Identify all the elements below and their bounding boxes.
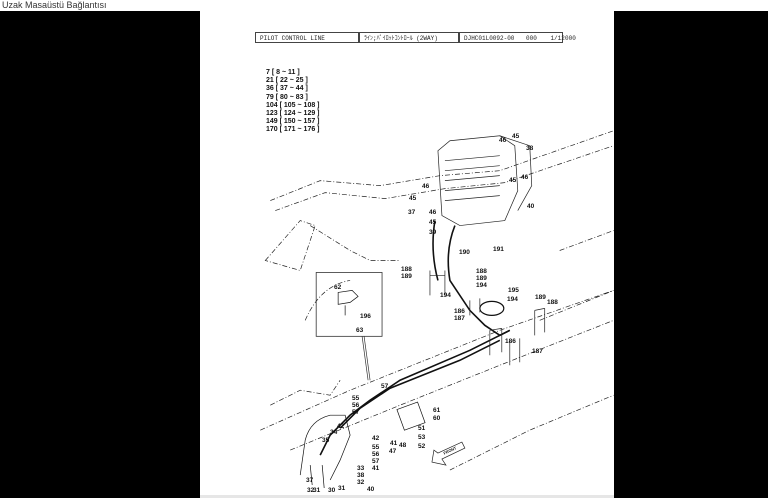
header-rev: 000 (526, 35, 537, 42)
brackets (429, 270, 546, 366)
callout: 55 (352, 395, 360, 402)
callout: 45 (509, 177, 517, 184)
callout: 194 (476, 282, 487, 289)
callout: 35 (322, 437, 330, 444)
callout: 48 (399, 442, 407, 449)
callout: 41 (390, 440, 398, 447)
index-item: 36 [ 37 ~ 44 ] (266, 85, 308, 93)
index-item: 149 [ 150 ~ 157 ] (266, 118, 320, 126)
callout: 46 (499, 137, 507, 144)
callout: 196 (360, 313, 371, 320)
callout: 47 (389, 448, 397, 455)
chassis-outline (260, 130, 614, 471)
callout: 187 (532, 348, 543, 355)
callout: 37 (408, 209, 416, 216)
hose-clamp-ring (479, 300, 505, 316)
callout: 52 (418, 443, 426, 450)
callout: 189 (476, 275, 487, 282)
callout: 189 (401, 273, 412, 280)
callout: 32 (307, 487, 315, 494)
callout: 34 (330, 429, 338, 436)
callout: 53 (418, 434, 426, 441)
callout: 194 (507, 296, 518, 303)
callout: 40 (367, 486, 375, 493)
callout: 57 (352, 409, 360, 416)
lever-assembly (299, 414, 351, 489)
callout: 39 (429, 229, 437, 236)
document-page: PILOT CONTROL LINE ﾗｲﾝ;ﾊﾟｲﾛｯﾄｺﾝﾄﾛｰﾙ (2WA… (200, 11, 614, 495)
header-extra: 000 (565, 35, 576, 42)
header-part-info: DJHC01L0092-00 000 1/12 (459, 32, 565, 43)
callout: 186 (454, 308, 465, 315)
callout: 62 (334, 284, 342, 291)
callout: 60 (433, 415, 441, 422)
callout: 46 (422, 183, 430, 190)
callout: 42 (337, 423, 345, 430)
header-title-jp: ﾗｲﾝ;ﾊﾟｲﾛｯﾄｺﾝﾄﾛｰﾙ (2WAY) (359, 32, 459, 43)
callout: 56 (352, 402, 360, 409)
callout: 190 (459, 249, 470, 256)
callout: 37 (306, 477, 314, 484)
callout: 191 (493, 246, 504, 253)
callout: 46 (521, 174, 529, 181)
callout: 42 (372, 435, 380, 442)
index-item: 79 [ 80 ~ 83 ] (266, 93, 308, 101)
header-page: 1/12 (550, 35, 565, 42)
callout: 188 (547, 299, 558, 306)
callout: 194 (440, 292, 451, 299)
callout: 32 (357, 479, 365, 486)
index-item: 123 [ 124 ~ 129 ] (266, 110, 320, 118)
callout: 40 (527, 203, 535, 210)
callout: 195 (508, 287, 519, 294)
callout: 51 (418, 425, 426, 432)
callout: 45 (429, 219, 437, 226)
callout: 41 (372, 465, 380, 472)
callout: 31 (338, 485, 346, 492)
window-titlebar: Uzak Masaüstü Bağlantısı (0, 0, 768, 11)
callout: 56 (372, 451, 380, 458)
callout: 188 (476, 268, 487, 275)
front-direction-arrow (431, 441, 466, 466)
callout: 57 (372, 458, 380, 465)
callout: 45 (512, 133, 520, 140)
index-item: 7 [ 8 ~ 11 ] (266, 69, 300, 76)
callout: 61 (433, 407, 441, 414)
callout: 33 (357, 465, 365, 472)
callout: 31 (313, 487, 321, 494)
callout: 45 (409, 195, 417, 202)
inset-detail-box (315, 272, 383, 337)
callout: 189 (535, 294, 546, 301)
callout: 38 (357, 472, 365, 479)
callout: 38 (526, 145, 534, 152)
callout: 186 (505, 338, 516, 345)
solenoid-valve-block (396, 401, 426, 431)
callout: 187 (454, 315, 465, 322)
index-list: 7 [ 8 ~ 11 ] 21 [ 22 ~ 25 ] 36 [ 37 ~ 44… (266, 69, 320, 135)
callout: 57 (381, 383, 389, 390)
callout: 188 (401, 266, 412, 273)
page-bottom-edge (200, 495, 614, 498)
index-item: 170 [ 171 ~ 176 ] (266, 126, 320, 134)
callout: 55 (372, 444, 380, 451)
index-item: 104 [ 105 ~ 108 ] (266, 101, 320, 109)
control-valve (437, 135, 533, 226)
callout: 46 (429, 209, 437, 216)
callout: 30 (328, 487, 336, 494)
callout: 63 (356, 327, 364, 334)
header-part-code: DJHC01L0092-00 (464, 35, 515, 42)
exploded-parts-diagram (260, 130, 614, 489)
window-title: Uzak Masaüstü Bağlantısı (2, 0, 107, 10)
index-item: 21 [ 22 ~ 25 ] (266, 77, 308, 85)
header-title-en: PILOT CONTROL LINE (255, 32, 359, 43)
